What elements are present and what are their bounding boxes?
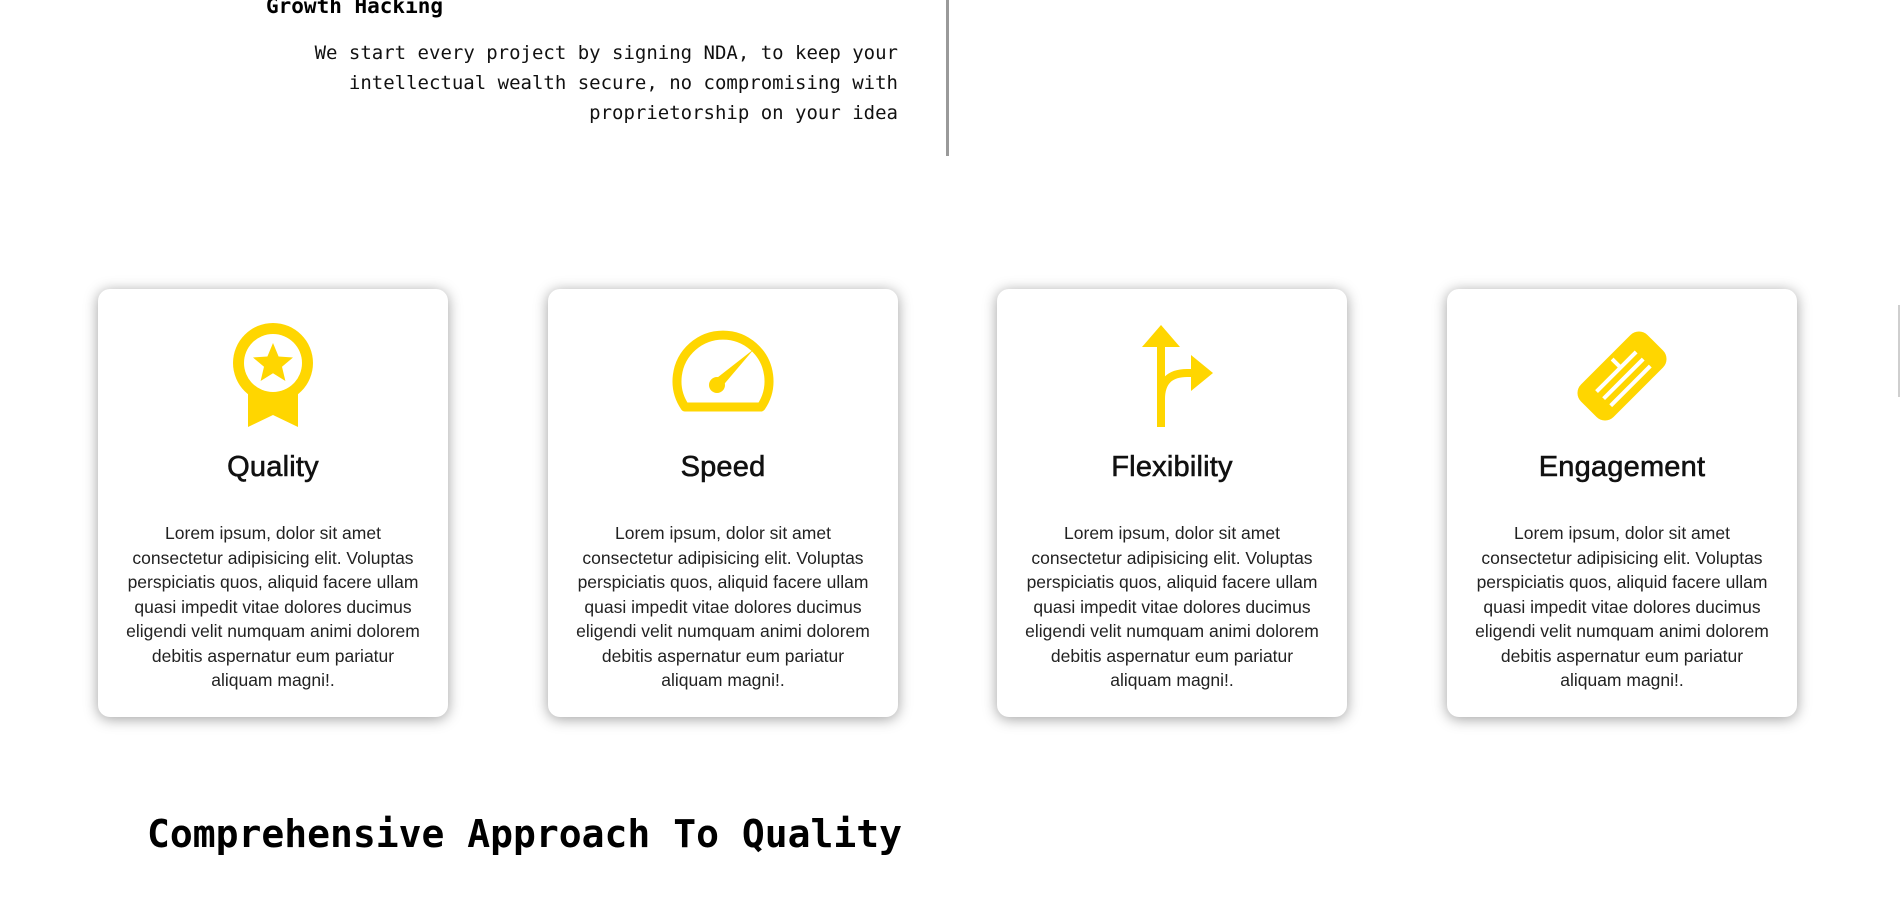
section-heading: Comprehensive Approach To Quality [147, 812, 902, 856]
feature-card-flexibility: Flexibility Lorem ipsum, dolor sit amet … [997, 289, 1347, 717]
speedometer-icon [668, 321, 778, 431]
features-row: Quality Lorem ipsum, dolor sit amet cons… [0, 289, 1900, 719]
feature-card-quality: Quality Lorem ipsum, dolor sit amet cons… [98, 289, 448, 717]
feature-card-engagement: Engagement Lorem ipsum, dolor sit amet c… [1447, 289, 1797, 717]
growth-hacking-section: Growth Hacking We start every project by… [0, 0, 1900, 160]
feature-title: Speed [680, 451, 766, 484]
feature-card-speed: Speed Lorem ipsum, dolor sit amet consec… [548, 289, 898, 717]
timeline-divider [946, 0, 949, 156]
growth-hacking-description: We start every project by signing NDA, t… [314, 42, 898, 124]
feature-description: Lorem ipsum, dolor sit amet consectetur … [576, 523, 870, 690]
fork-arrow-icon [1117, 321, 1227, 431]
growth-hacking-title: Growth Hacking [266, 0, 444, 18]
feature-description: Lorem ipsum, dolor sit amet consectetur … [1475, 523, 1769, 690]
feature-description: Lorem ipsum, dolor sit amet consectetur … [126, 523, 420, 690]
feature-title: Flexibility [1111, 451, 1233, 484]
feature-title: Quality [227, 451, 319, 484]
handshake-icon [1567, 321, 1677, 431]
award-ribbon-icon [218, 321, 328, 431]
feature-title: Engagement [1538, 451, 1706, 484]
feature-description: Lorem ipsum, dolor sit amet consectetur … [1025, 523, 1319, 690]
scrollbar-edge [1898, 305, 1900, 397]
